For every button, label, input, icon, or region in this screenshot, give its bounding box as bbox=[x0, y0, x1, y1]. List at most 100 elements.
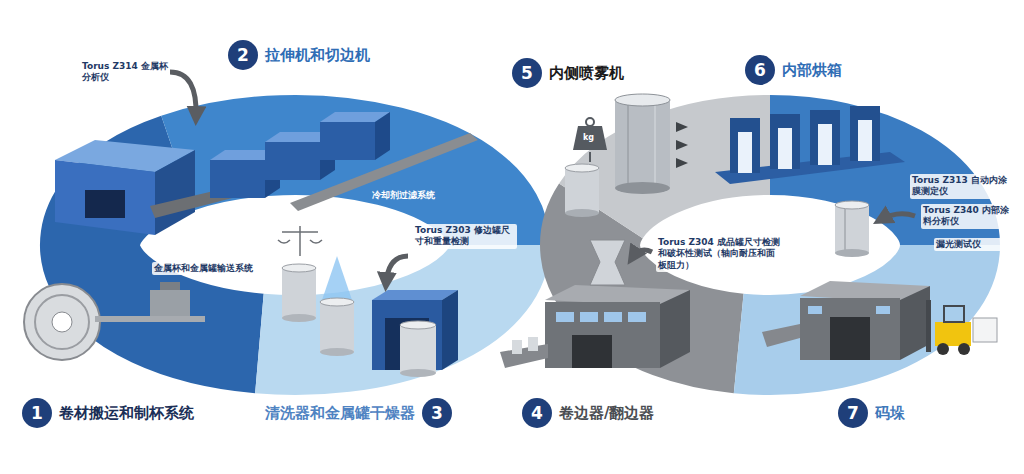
necker-flanger bbox=[660, 290, 690, 368]
instrument-callout: Torus Z304 成品罐尺寸检测和破坏性测试（轴向耐压和面板阻力） bbox=[656, 236, 784, 272]
annotation: 冷却剂过滤系统 bbox=[372, 190, 452, 201]
palletizer-machine bbox=[800, 298, 900, 360]
cup-press bbox=[150, 290, 190, 316]
step-node: 2拉伸机和切边机 bbox=[228, 40, 370, 70]
step-number: 2 bbox=[228, 40, 258, 70]
curing-oven bbox=[850, 106, 880, 161]
callout-arrow bbox=[880, 214, 915, 220]
weighing-scale bbox=[278, 226, 322, 256]
trimmed-can bbox=[282, 264, 316, 322]
instrument-callout: Torus Z303 修边罐尺寸和重量检测 bbox=[413, 224, 517, 249]
step-title: 卷材搬运和制杯系统 bbox=[59, 404, 194, 423]
step-number: 6 bbox=[745, 55, 775, 85]
step-node: 1 卷材搬运和制杯系统 bbox=[22, 398, 194, 428]
sprayed-can-large bbox=[615, 182, 670, 194]
curing-oven bbox=[738, 132, 752, 173]
bodymaker-machines bbox=[320, 122, 375, 160]
weighed-can bbox=[565, 209, 599, 217]
sprayed-can-large bbox=[615, 100, 670, 188]
palletizer-machine bbox=[900, 286, 930, 360]
spray-arrows bbox=[676, 140, 688, 150]
instrument-callout: Torus Z313 自动内涂膜测定仪 bbox=[910, 174, 1010, 199]
step-number: 4 bbox=[522, 398, 552, 428]
step-node: 5内侧喷雾机 bbox=[512, 58, 624, 88]
forklift bbox=[926, 300, 931, 352]
cup-press bbox=[160, 282, 180, 290]
washed-can bbox=[320, 302, 354, 352]
step-title: 卷边器/翻边器 bbox=[559, 404, 654, 423]
leak-test-can bbox=[835, 249, 869, 257]
step-number: 3 bbox=[422, 398, 452, 428]
cup-press bbox=[150, 282, 190, 316]
washer-dryer bbox=[442, 290, 458, 370]
step-title: 码垛 bbox=[875, 404, 905, 423]
washed-can bbox=[320, 298, 354, 306]
trimmed-can bbox=[282, 314, 316, 322]
forklift bbox=[958, 343, 970, 355]
instrument-callout: 金属杯和金属罐输送系统 bbox=[152, 262, 266, 275]
curing-oven bbox=[715, 106, 905, 184]
curing-oven bbox=[858, 120, 872, 161]
leak-test-can bbox=[835, 201, 869, 257]
trimmer-conveyor bbox=[290, 133, 478, 211]
necker-flanger bbox=[580, 312, 598, 322]
step-number: 1 bbox=[22, 398, 52, 428]
weighing-scale bbox=[299, 226, 301, 256]
sprayed-can-large bbox=[628, 100, 629, 188]
palletizer-machine bbox=[876, 306, 890, 314]
can-conveyor bbox=[528, 337, 538, 351]
necker-flanger bbox=[572, 335, 612, 368]
forklift bbox=[973, 318, 997, 342]
leak-test-can bbox=[845, 205, 846, 253]
weighing-scale bbox=[278, 240, 290, 243]
instrument-callout: Torus Z340 内部涂料分析仪 bbox=[921, 204, 1017, 229]
weighed-can bbox=[565, 164, 599, 217]
dried-can bbox=[400, 369, 436, 377]
necker-flanger bbox=[628, 312, 646, 322]
curing-oven bbox=[810, 110, 840, 165]
cupper-machine bbox=[55, 160, 155, 235]
step-node: 6 内部烘箱 bbox=[745, 55, 842, 85]
can-conveyor bbox=[500, 344, 548, 368]
annotation: kg bbox=[583, 133, 603, 143]
cupper-machine bbox=[85, 190, 125, 218]
washed-can bbox=[320, 348, 354, 356]
instrument-callout: 漏光测试仪 bbox=[934, 238, 1008, 251]
metal-coil bbox=[35, 295, 89, 349]
dried-can bbox=[400, 321, 436, 377]
instrument-callout: Torus Z314 金属杯分析仪 bbox=[80, 60, 170, 85]
dried-can bbox=[400, 321, 436, 329]
necker-flanger bbox=[556, 312, 574, 322]
weighing-scale bbox=[282, 231, 318, 233]
weight-icon bbox=[573, 126, 607, 150]
forklift bbox=[935, 322, 971, 346]
spray-arrows bbox=[676, 122, 688, 168]
step-node: 3 清洗器和金属罐干燥器 bbox=[265, 398, 452, 428]
necker-flanger bbox=[545, 285, 690, 368]
step-node: 4 卷边器/翻边器 bbox=[522, 398, 654, 428]
bodymaker-machines bbox=[265, 142, 320, 180]
sprayed-can-large bbox=[615, 94, 670, 106]
palletizer-machine bbox=[830, 317, 870, 360]
weight-icon bbox=[573, 118, 607, 162]
curing-oven bbox=[770, 114, 800, 169]
callout-arrow bbox=[632, 250, 652, 258]
step-title: 清洗器和金属罐干燥器 bbox=[265, 404, 415, 423]
trimmed-can bbox=[282, 264, 316, 272]
sprayed-can-large bbox=[615, 94, 670, 194]
metal-coil bbox=[95, 316, 205, 322]
metal-coil bbox=[24, 284, 205, 360]
step-number: 5 bbox=[512, 58, 542, 88]
necker-flanger bbox=[545, 302, 660, 368]
dried-can bbox=[400, 325, 436, 373]
palletizer-machine bbox=[808, 306, 822, 314]
necked-can bbox=[590, 240, 625, 285]
callout-arrow bbox=[386, 256, 408, 284]
weighing-scale bbox=[310, 240, 322, 243]
cupper-machine bbox=[155, 150, 195, 235]
step-title: 内部烘箱 bbox=[782, 61, 842, 80]
weighed-can bbox=[565, 168, 599, 213]
step-node: 7码垛 bbox=[838, 398, 905, 428]
curing-oven bbox=[778, 128, 792, 169]
curing-oven bbox=[818, 124, 832, 165]
